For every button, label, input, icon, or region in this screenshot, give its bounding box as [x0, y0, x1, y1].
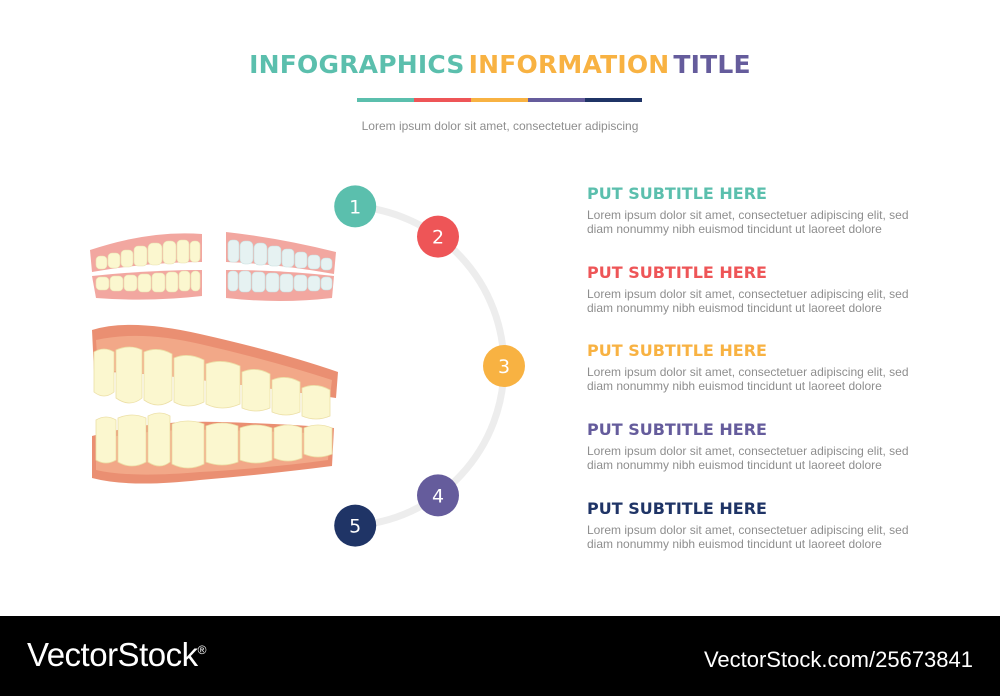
small-denture-left-illustration — [90, 233, 202, 300]
step-node-5 — [334, 504, 377, 547]
teeth-diagram: 1 2 3 4 5 — [90, 185, 525, 547]
title-rule-orange — [471, 98, 528, 102]
step-node-4 — [417, 474, 459, 517]
step-nodes: 1 2 3 4 5 — [334, 185, 525, 547]
step-text-5: Lorem ipsum dolor sit amet, consectetuer… — [587, 523, 909, 551]
registered-mark: ® — [197, 643, 207, 657]
step-number-3: 3 — [498, 356, 510, 378]
step-item-2: PUT SUBTITLE HERE Lorem ipsum dolor sit … — [587, 263, 947, 315]
step-item-3: PUT SUBTITLE HERE Lorem ipsum dolor sit … — [587, 341, 947, 393]
footer-bar: VectorStock® VectorStock.com/25673841 — [0, 616, 1000, 696]
step-item-4: PUT SUBTITLE HERE Lorem ipsum dolor sit … — [587, 420, 947, 472]
step-text-3: Lorem ipsum dolor sit amet, consectetuer… — [587, 365, 909, 393]
title-rule-purple — [528, 98, 585, 102]
step-item-1: PUT SUBTITLE HERE Lorem ipsum dolor sit … — [587, 184, 947, 236]
step-number-1: 1 — [349, 196, 361, 218]
title-rule-red — [414, 98, 471, 102]
vectorstock-logo: VectorStock® — [27, 636, 206, 674]
step-number-4: 4 — [432, 485, 444, 507]
step-node-1 — [334, 185, 377, 228]
vectorstock-url: VectorStock.com/25673841 — [703, 647, 973, 672]
step-title-3: PUT SUBTITLE HERE — [587, 341, 767, 360]
step-item-5: PUT SUBTITLE HERE Lorem ipsum dolor sit … — [587, 499, 947, 551]
title-part-3: TITLE — [673, 50, 751, 79]
step-title-5: PUT SUBTITLE HERE — [587, 499, 767, 518]
step-text-4: Lorem ipsum dolor sit amet, consectetuer… — [587, 444, 909, 472]
step-node-2 — [417, 215, 459, 258]
title-rule-teal — [357, 98, 414, 102]
step-number-2: 2 — [432, 227, 444, 249]
step-title-2: PUT SUBTITLE HERE — [587, 263, 767, 282]
step-node-3 — [483, 345, 525, 387]
step-title-1: PUT SUBTITLE HERE — [587, 184, 767, 203]
small-denture-right-illustration — [226, 232, 336, 301]
step-text-1: Lorem ipsum dolor sit amet, consectetuer… — [587, 208, 909, 236]
title-part-2: INFORMATION — [468, 50, 670, 79]
title-part-1: INFOGRAPHICS — [249, 50, 465, 79]
step-title-4: PUT SUBTITLE HERE — [587, 420, 767, 439]
title-rule-navy — [585, 98, 642, 102]
header-subtitle: Lorem ipsum dolor sit amet, consectetuer… — [361, 119, 639, 133]
step-number-5: 5 — [349, 516, 361, 538]
step-text-2: Lorem ipsum dolor sit amet, consectetuer… — [587, 287, 909, 315]
large-denture-illustration — [92, 324, 338, 484]
brand-name: VectorStock — [27, 636, 198, 673]
